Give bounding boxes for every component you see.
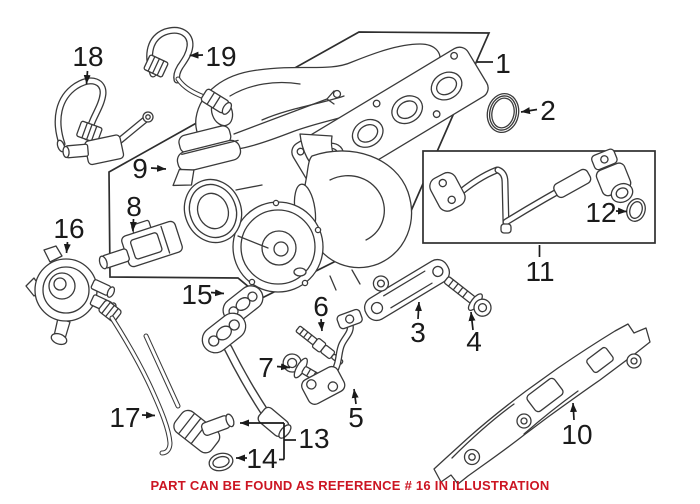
part-2-gasket-ring-drawing (486, 93, 520, 133)
callout-arrow-17 (141, 411, 156, 419)
callout-label-12: 12 (585, 197, 616, 228)
callout-label-11: 11 (525, 256, 554, 287)
part-19-hose-drawing (143, 26, 233, 115)
part-9-actuator-drawing (172, 89, 342, 187)
part-3-bracket-drawing (363, 258, 451, 322)
callout-arrow-19 (189, 51, 204, 59)
callout-arrow-16 (63, 241, 71, 254)
part-10-heat-shield-drawing (433, 323, 651, 485)
callout-label-18: 18 (72, 41, 103, 72)
callout-label-4: 4 (466, 326, 482, 357)
part-18-hose-drawing (54, 77, 154, 166)
callout-label-1: 1 (495, 48, 511, 79)
callout-arrow-3 (414, 301, 422, 320)
callout-label-5: 5 (348, 402, 364, 433)
callout-arrow-10 (570, 402, 578, 421)
callout-arrow-18 (83, 70, 91, 85)
callout-arrow-8 (129, 218, 137, 232)
callout-label-2: 2 (540, 95, 556, 126)
callout-label-13: 13 (298, 423, 329, 454)
callout-label-17: 17 (109, 402, 140, 433)
callout-arrow-15 (210, 289, 225, 297)
part-15-gaskets-drawing (201, 285, 292, 439)
callout-label-19: 19 (205, 41, 236, 72)
callout-arrow-2 (520, 107, 538, 115)
callout-label-6: 6 (313, 291, 329, 322)
callout-arrow-4 (468, 311, 476, 331)
callout-arrow-6 (317, 318, 325, 332)
part-8-valve-drawing (98, 219, 183, 270)
callout-label-9: 9 (132, 153, 148, 184)
part-5-bracket-drawing (301, 308, 363, 405)
callout-arrow-9 (150, 164, 167, 172)
callout-arrow-7 (276, 363, 291, 371)
part-14-oring-drawing (208, 452, 234, 472)
callout-label-3: 3 (410, 317, 426, 348)
callout-arrow-5 (351, 388, 359, 405)
callout-label-8: 8 (126, 191, 142, 222)
callout-arrow-12 (615, 207, 628, 215)
part-17-hose-drawing (98, 299, 173, 456)
callout-label-10: 10 (561, 419, 592, 450)
callout-label-14: 14 (246, 443, 277, 474)
callout-label-15: 15 (181, 279, 212, 310)
part-16-pressure-converter-drawing (25, 245, 117, 346)
part-4-bolt-drawing (443, 276, 492, 317)
callout-label-16: 16 (53, 213, 84, 244)
footer-note: PART CAN BE FOUND AS REFERENCE # 16 IN I… (150, 478, 550, 493)
part-11-coolant-line-drawing (429, 148, 634, 234)
part-13-oil-pipe-drawing (143, 333, 235, 454)
callout-label-7: 7 (258, 352, 274, 383)
part-12-oring-drawing (626, 198, 646, 222)
